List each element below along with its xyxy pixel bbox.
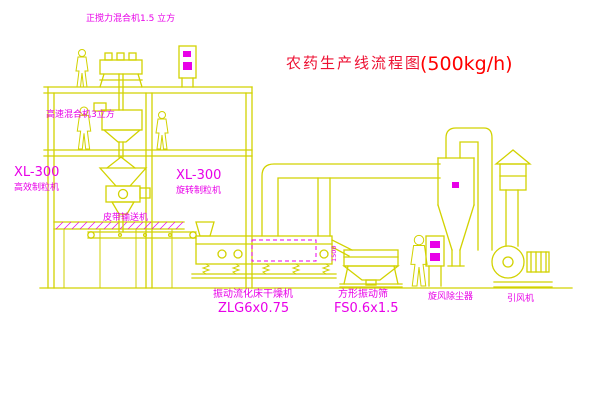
control-cabinet-mixer bbox=[178, 45, 197, 88]
worker-figure bbox=[75, 49, 89, 88]
label-granulator-center-name: 旋转制粒机 bbox=[176, 184, 221, 196]
high-speed-mixer-unit bbox=[93, 102, 143, 158]
label-dryer-model: ZLG6x0.75 bbox=[218, 301, 289, 316]
label-dryer-name: 振动流化床干燥机 bbox=[213, 287, 293, 300]
exhaust-duct bbox=[261, 163, 441, 237]
vibrating-screen-unit bbox=[339, 249, 403, 288]
dryer-door-dashed bbox=[251, 239, 317, 262]
auger-mixer-unit bbox=[99, 52, 143, 111]
label-auger-mixer: 正搅力混合机1.5 立方 bbox=[86, 12, 175, 24]
fluid-bed-dryer-unit bbox=[191, 221, 337, 279]
label-granulator-left-model: XL-300 bbox=[14, 165, 59, 180]
worker-figure bbox=[155, 111, 169, 150]
label-screen-model: FS0.6x1.5 bbox=[334, 301, 399, 316]
label-cyclone: 旋风除尘器 bbox=[428, 290, 473, 302]
belt-conveyor-unit bbox=[87, 231, 197, 239]
cyclone-tag bbox=[452, 182, 459, 188]
label-fan: 引风机 bbox=[507, 292, 534, 304]
page-title-capacity: (500kg/h) bbox=[420, 53, 513, 75]
label-belt-conveyor: 皮带输送机 bbox=[103, 211, 148, 223]
worker-figure bbox=[410, 234, 428, 287]
label-granulator-left-name: 高效制粒机 bbox=[14, 181, 59, 193]
dryer-discharge-chute bbox=[331, 239, 353, 257]
label-screen-name: 方形振动筛 bbox=[338, 287, 388, 300]
cyclone-unit bbox=[437, 127, 493, 267]
granulator-unit bbox=[98, 156, 151, 233]
label-high-speed-mixer: 高速混合机3立方 bbox=[46, 108, 115, 120]
induced-draft-fan-unit bbox=[491, 149, 553, 288]
label-dimension: 1500 bbox=[330, 245, 338, 262]
control-cabinet-dryer bbox=[425, 235, 445, 287]
page-title: 农药生产线流程图 bbox=[286, 54, 422, 72]
label-granulator-center-model: XL-300 bbox=[176, 168, 221, 183]
